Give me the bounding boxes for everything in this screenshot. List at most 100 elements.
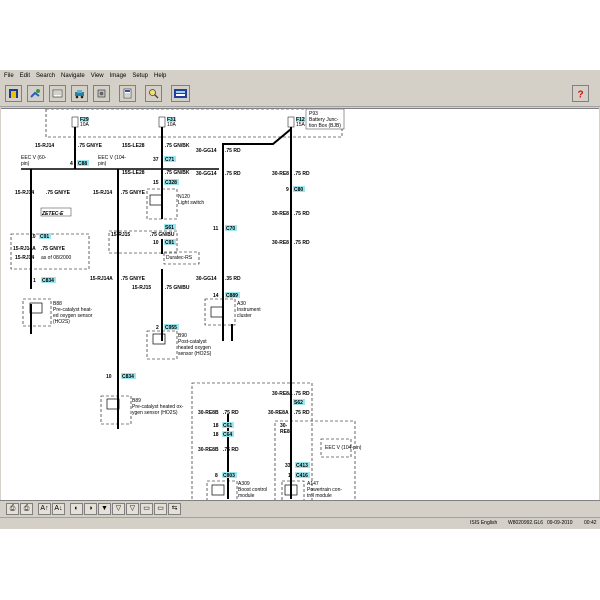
n120-label-1: N120 bbox=[178, 194, 190, 200]
next-button[interactable]: ▽ bbox=[112, 503, 125, 515]
eec104-label-2: pin) bbox=[98, 161, 107, 167]
connector-c889[interactable]: C889 bbox=[226, 293, 238, 299]
print-button[interactable]: ⎙ bbox=[6, 503, 19, 515]
vehicle-button[interactable] bbox=[71, 85, 88, 102]
b89-label-1: B89 bbox=[132, 398, 141, 404]
a147-label-2: Powertrain con- bbox=[307, 487, 342, 493]
menu-help[interactable]: Help bbox=[154, 73, 167, 79]
pin-10: 10 bbox=[30, 234, 36, 240]
print-preview-button[interactable]: ⎙ bbox=[20, 503, 33, 515]
eec60-label-2: pin) bbox=[21, 161, 30, 167]
connector-c834b[interactable]: C834 bbox=[122, 374, 134, 380]
last-button[interactable]: ▽ bbox=[126, 503, 139, 515]
bjb-label-1: P93 bbox=[309, 111, 318, 117]
split-view-button[interactable] bbox=[27, 85, 44, 102]
rotate-left-button[interactable]: ◐ bbox=[70, 503, 83, 515]
connector-c328[interactable]: C328 bbox=[165, 180, 177, 186]
connector-c803[interactable]: C803 bbox=[223, 473, 235, 479]
wire-label-8: 15-RJ14 bbox=[15, 255, 34, 261]
menu-image[interactable]: Image bbox=[109, 73, 127, 79]
connector-c413[interactable]: C413 bbox=[296, 463, 308, 469]
pin-18b: 18 bbox=[213, 432, 219, 438]
connector-c834a[interactable]: C834 bbox=[42, 278, 54, 284]
wire-color-12: .75 RD bbox=[294, 211, 310, 217]
splice-s61[interactable]: S61 bbox=[165, 225, 174, 231]
wire-note-8: as of 08/2000 bbox=[41, 255, 72, 261]
connector-button[interactable] bbox=[171, 85, 190, 102]
wire-label-12: 30-RE8 bbox=[272, 211, 289, 217]
pin-2: 2 bbox=[156, 325, 159, 331]
menu-search[interactable]: Search bbox=[36, 73, 56, 79]
b88-label-1: B88 bbox=[53, 301, 62, 307]
wire-label-1: 15-RJ14 bbox=[35, 143, 54, 149]
bjb-label-3: tion Box (BJB) bbox=[309, 123, 341, 129]
notepad-icon bbox=[52, 89, 63, 98]
help-icon: ? bbox=[578, 90, 584, 100]
zetec-box bbox=[40, 207, 72, 217]
connector-c61[interactable]: C61 bbox=[223, 423, 232, 429]
swap-view-button[interactable]: ⇆ bbox=[168, 503, 181, 515]
help-button[interactable]: ? bbox=[572, 85, 589, 102]
pin-9: 9 bbox=[286, 187, 289, 193]
fit-page-button[interactable]: ▭ bbox=[140, 503, 153, 515]
menu-edit[interactable]: Edit bbox=[19, 73, 31, 79]
vehicle-icon bbox=[75, 90, 84, 99]
a30-label-2: Instrument bbox=[237, 307, 261, 313]
zoom-in-button[interactable]: A↑ bbox=[38, 503, 51, 515]
pin-15: 15 bbox=[153, 180, 159, 186]
wire-label-18: 30-RE8B bbox=[198, 447, 219, 453]
page-down-button[interactable]: ▼ bbox=[98, 503, 111, 515]
document-button[interactable] bbox=[119, 85, 136, 102]
fuse-f31[interactable]: F31 10A bbox=[158, 116, 177, 128]
bjb-label-2: Battery Junc- bbox=[309, 117, 339, 123]
wire-label-21a: 30- bbox=[280, 423, 288, 429]
tools-button[interactable] bbox=[93, 85, 110, 102]
wire-color-7: .75 GN/YE bbox=[41, 246, 66, 252]
pin-10c: 10 bbox=[106, 374, 112, 380]
fuse-f29-id: F29 bbox=[80, 117, 89, 123]
wire-label-4: 30-RE8 bbox=[272, 171, 289, 177]
wire-color-10: .75 GN/BK bbox=[165, 170, 190, 176]
rotate-right-button[interactable]: ◑ bbox=[84, 503, 97, 515]
a309-label-2: Boost control bbox=[238, 487, 267, 493]
menu-navigate[interactable]: Navigate bbox=[61, 73, 85, 79]
menu-view[interactable]: View bbox=[90, 73, 104, 79]
wire-color-11: .75 RD bbox=[225, 148, 241, 154]
zoom-out-button[interactable]: A↓ bbox=[52, 503, 65, 515]
fuse-f12[interactable]: F12 15A bbox=[287, 116, 306, 128]
split-view-icon bbox=[30, 89, 40, 98]
wire-color-1: .75 GN/YE bbox=[78, 143, 103, 149]
home-button[interactable] bbox=[5, 85, 22, 102]
notepad-button[interactable] bbox=[49, 85, 66, 102]
connector-c88[interactable]: C88 bbox=[78, 161, 87, 167]
connector-c91b[interactable]: C91 bbox=[165, 240, 174, 246]
wire-color-2: .75 GN/BK bbox=[165, 143, 190, 149]
connector-c955[interactable]: C955 bbox=[165, 325, 177, 331]
wiring-diagram-canvas[interactable]: P93 Battery Junc- tion Box (BJB) F29 10A… bbox=[1, 108, 599, 501]
wire-color-17: .75 RD bbox=[223, 410, 239, 416]
fuse-f29[interactable]: F29 10A bbox=[71, 116, 90, 128]
wire-label-14: 15-RJ14A bbox=[90, 276, 113, 282]
pin-4: 4 bbox=[70, 161, 73, 167]
wire-label-11: 30-GG14 bbox=[196, 148, 217, 154]
connector-c64[interactable]: C64 bbox=[223, 432, 232, 438]
eec60-label-1: EEC V (60- bbox=[21, 155, 47, 161]
connector-c80[interactable]: C80 bbox=[294, 187, 303, 193]
toolbar: ? bbox=[0, 82, 600, 107]
connector-c70[interactable]: C70 bbox=[226, 226, 235, 232]
connector-c416[interactable]: C416 bbox=[296, 473, 308, 479]
menu-setup[interactable]: Setup bbox=[132, 73, 148, 79]
pin-33: 33 bbox=[285, 463, 291, 469]
splice-s62[interactable]: S62 bbox=[294, 400, 303, 406]
search-button[interactable] bbox=[145, 85, 162, 102]
bjb-label-box bbox=[305, 109, 345, 130]
connector-c71[interactable]: C71 bbox=[165, 157, 174, 163]
zetec-label: ZETEC-E bbox=[41, 211, 64, 217]
pin-10b: 10 bbox=[153, 240, 159, 246]
pin-18: 18 bbox=[213, 423, 219, 429]
pin-8: 8 bbox=[215, 473, 218, 479]
menu-file[interactable]: File bbox=[4, 73, 14, 79]
wire-color-20: .75 RD bbox=[294, 410, 310, 416]
fit-width-button[interactable]: ▭ bbox=[154, 503, 167, 515]
connector-c91[interactable]: C91 bbox=[40, 234, 49, 240]
